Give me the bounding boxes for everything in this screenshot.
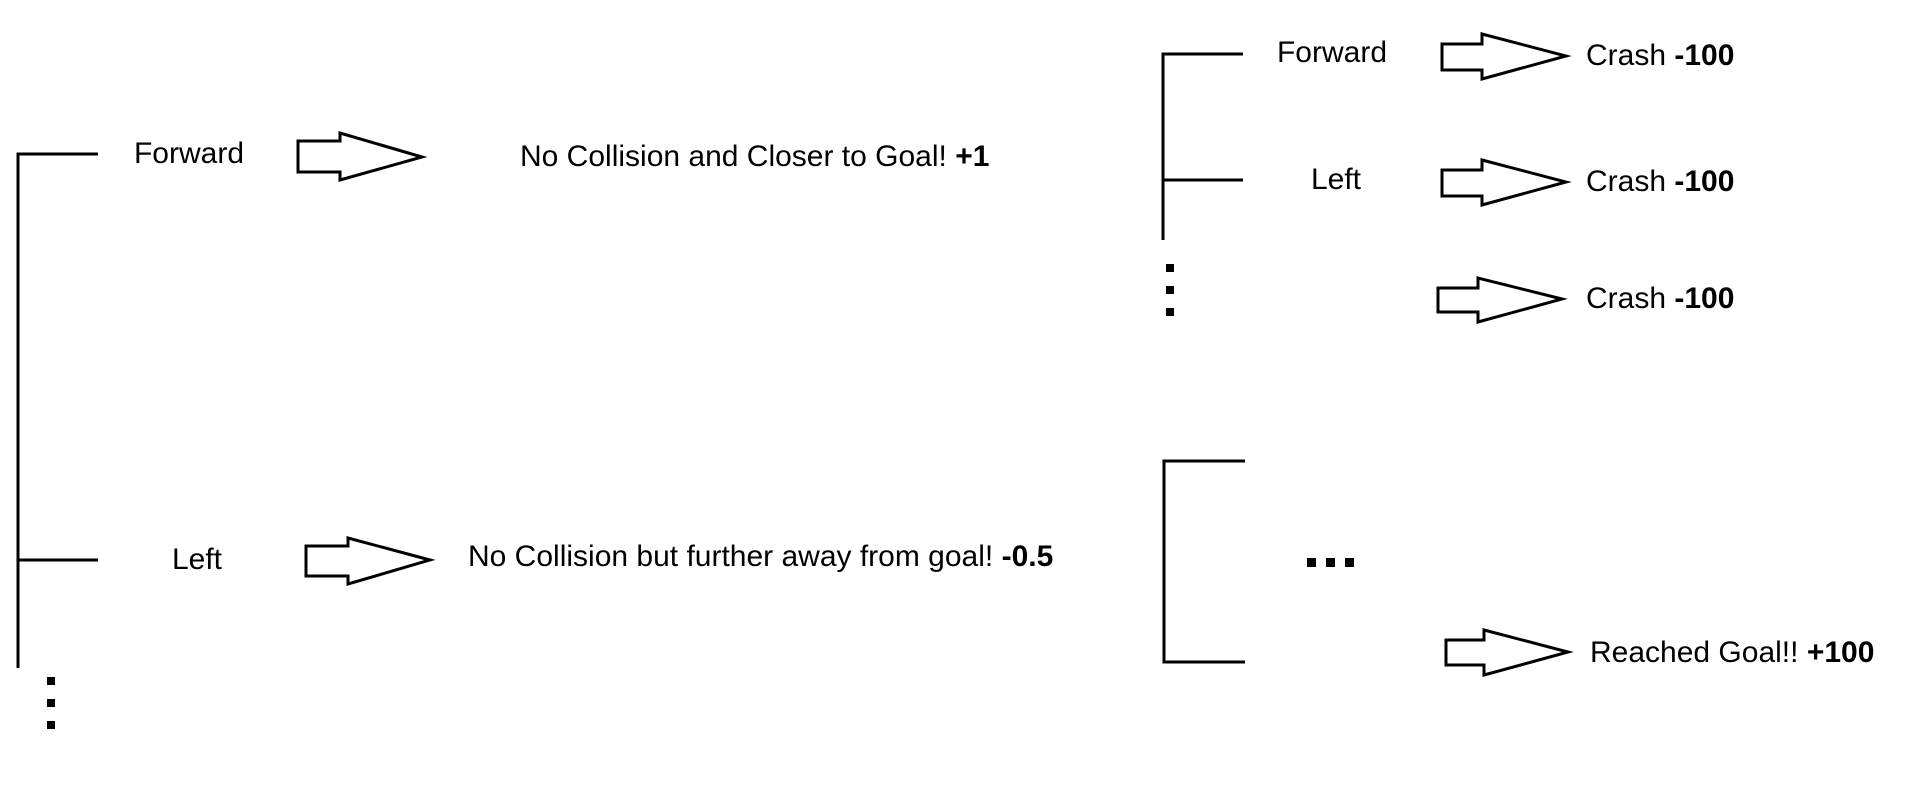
upper-action-left-label: Left: [1310, 163, 1362, 196]
crash-left-reward: -100: [1674, 165, 1735, 198]
upper-more-ellipsis: [1166, 264, 1174, 330]
crash-more-reward: -100: [1674, 282, 1735, 315]
arrow-upper-more-crash: [1436, 276, 1568, 324]
crash-left-text: Crash: [1586, 165, 1667, 198]
upper-action-forward-label: Forward: [1276, 36, 1388, 69]
crash-left: Crash -100: [1586, 167, 1734, 197]
crash-forward: Crash -100: [1586, 41, 1734, 71]
arrow-goal: [1444, 628, 1574, 677]
crash-more-text: Crash: [1586, 282, 1667, 315]
crash-forward-text: Crash: [1586, 39, 1667, 72]
arrow-upper-left-crash: [1440, 158, 1572, 207]
goal-outcome: Reached Goal!! +100: [1590, 638, 1874, 668]
outcome-forward: No Collision and Closer to Goal! +1: [520, 142, 989, 172]
goal-reward: +100: [1806, 636, 1875, 669]
outcome-left-text: No Collision but further away from goal!: [468, 540, 994, 573]
action-forward-label: Forward: [133, 137, 245, 170]
root-branch-line: [16, 152, 98, 668]
upper-branch-line: [1161, 52, 1243, 240]
reward-forward: +1: [955, 140, 990, 173]
outcome-forward-text: No Collision and Closer to Goal!: [520, 140, 947, 173]
arrow-left-outcome: [304, 536, 436, 587]
crash-forward-reward: -100: [1674, 39, 1735, 72]
lower-more-ellipsis: [1307, 554, 1364, 572]
goal-outcome-text: Reached Goal!!: [1590, 636, 1799, 669]
action-left-label: Left: [171, 543, 223, 576]
lower-branch-bracket: [1162, 459, 1245, 664]
root-more-ellipsis: [47, 677, 55, 743]
crash-more: Crash -100: [1586, 284, 1734, 314]
reward-left: -0.5: [1001, 540, 1054, 573]
arrow-forward-outcome: [296, 130, 428, 182]
arrow-upper-forward-crash: [1440, 32, 1572, 81]
outcome-left: No Collision but further away from goal!…: [468, 542, 1053, 572]
